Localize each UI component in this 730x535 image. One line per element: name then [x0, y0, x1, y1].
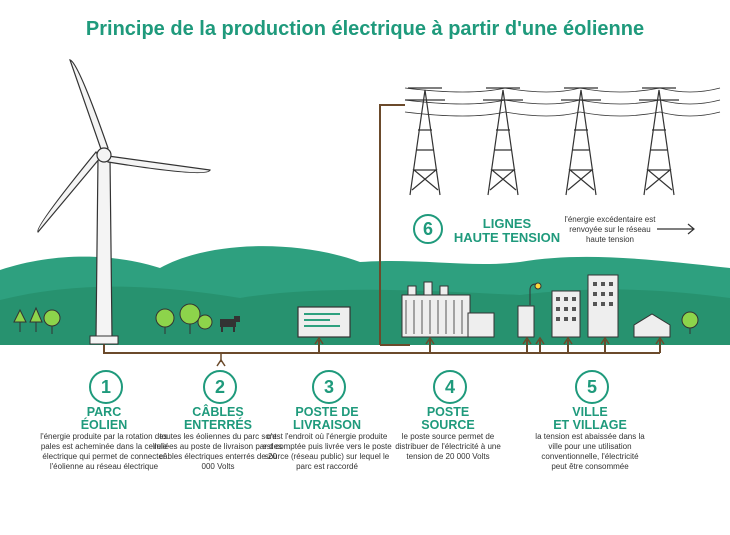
pylons	[405, 87, 679, 196]
step-2-number: 2	[203, 370, 237, 404]
feed-arrows	[314, 336, 665, 345]
step-4-desc: le poste source permet de distribuer de …	[395, 432, 501, 461]
right-arrow-icon	[657, 223, 695, 235]
hv-feed-line	[379, 104, 410, 346]
step-6-circle	[413, 214, 443, 244]
page-title: Principe de la production électrique à p…	[85, 18, 645, 40]
power-cables	[404, 87, 721, 117]
pylon-2	[483, 87, 523, 196]
lines-desc: l'énergie excédentaire est renvoyée sur …	[564, 215, 656, 244]
underground-cable	[103, 340, 661, 354]
pylon-4	[639, 87, 679, 196]
step-5-number: 5	[575, 370, 609, 404]
wind-turbine	[37, 59, 211, 345]
blade-right	[107, 155, 211, 174]
cow	[220, 316, 240, 332]
town-windows	[556, 282, 613, 321]
lines-title: LIGNES HAUTE TENSION	[453, 216, 561, 245]
step-4-number: 4	[433, 370, 467, 404]
step-6-number: 6	[422, 219, 433, 239]
pylon-1	[405, 87, 445, 196]
step-1-desc: l'énergie produite par la rotation des p…	[40, 432, 168, 471]
trees	[13, 303, 699, 334]
delivery-station	[297, 306, 351, 338]
step-2-title: CÂBLES ENTERRÉS	[183, 405, 253, 432]
blade-left	[37, 150, 101, 233]
step-2-desc: toutes les éoliennes du parc sont reliée…	[153, 432, 283, 471]
step-3-number: 3	[312, 370, 346, 404]
step-1-number: 1	[89, 370, 123, 404]
step-3-desc: c'est l'endroit où l'énergie produite es…	[262, 432, 392, 471]
step-4-title: POSTE SOURCE	[421, 405, 475, 432]
step-1-title: PARC ÉOLIEN	[80, 405, 128, 432]
source-station	[401, 281, 495, 338]
hills-front	[0, 286, 730, 345]
step-5-title: VILLE ET VILLAGE	[553, 405, 627, 432]
pylon-3	[561, 87, 601, 196]
step-3-title: POSTE DE LIVRAISON	[292, 405, 362, 432]
blade-up	[69, 59, 109, 153]
step-5-desc: la tension est abaissée dans la ville po…	[535, 432, 645, 471]
